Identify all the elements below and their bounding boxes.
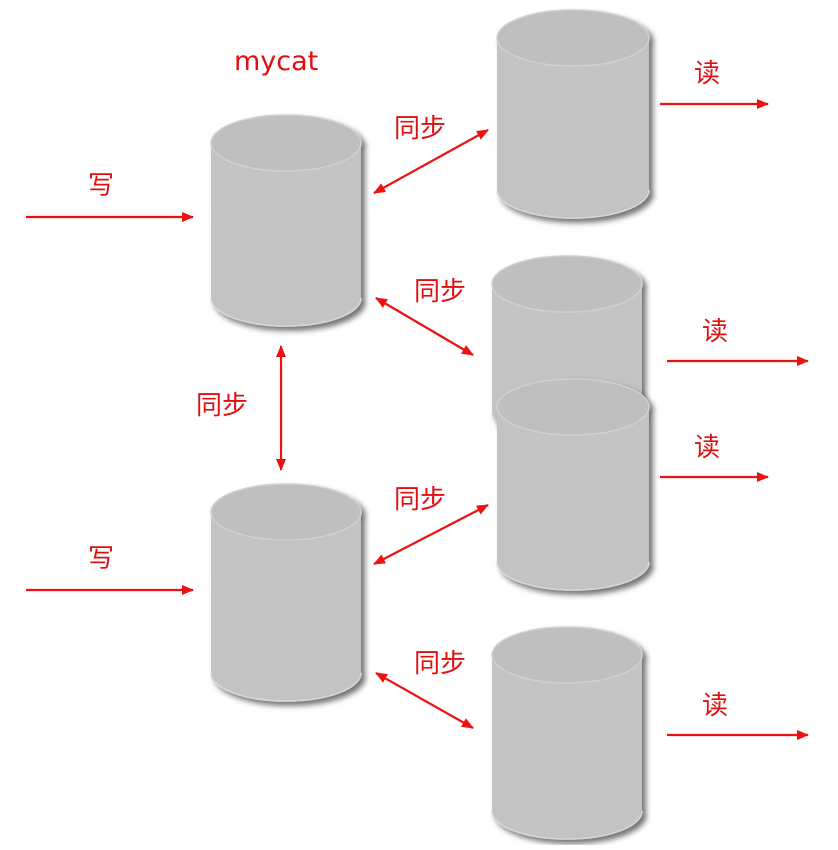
mycat-title: mycat bbox=[234, 46, 318, 77]
write-label-top: 写 bbox=[88, 171, 114, 201]
sync-label-master: 同步 bbox=[196, 391, 248, 421]
sync-label-1: 同步 bbox=[394, 114, 446, 144]
slave-db-cylinder-3 bbox=[496, 378, 650, 591]
sync-label-3: 同步 bbox=[394, 485, 446, 515]
master-db-cylinder-top-left bbox=[210, 114, 362, 327]
sync-arrow-to-slave-1 bbox=[373, 129, 489, 194]
sync-arrow-to-slave-4 bbox=[375, 672, 474, 729]
read-label-2: 读 bbox=[702, 317, 728, 347]
slave-db-cylinder-4 bbox=[491, 626, 643, 840]
sync-label-4: 同步 bbox=[414, 649, 466, 679]
sync-arrow-to-slave-3 bbox=[373, 504, 489, 565]
slave-db-cylinder-1 bbox=[496, 9, 650, 219]
read-label-3: 读 bbox=[694, 433, 720, 463]
write-label-bottom: 写 bbox=[88, 544, 114, 574]
master-db-cylinder-bottom-left bbox=[210, 483, 362, 702]
read-label-1: 读 bbox=[694, 59, 720, 89]
read-label-4: 读 bbox=[702, 691, 728, 721]
sync-arrow-to-slave-2 bbox=[375, 297, 474, 356]
sync-label-2: 同步 bbox=[414, 277, 466, 307]
